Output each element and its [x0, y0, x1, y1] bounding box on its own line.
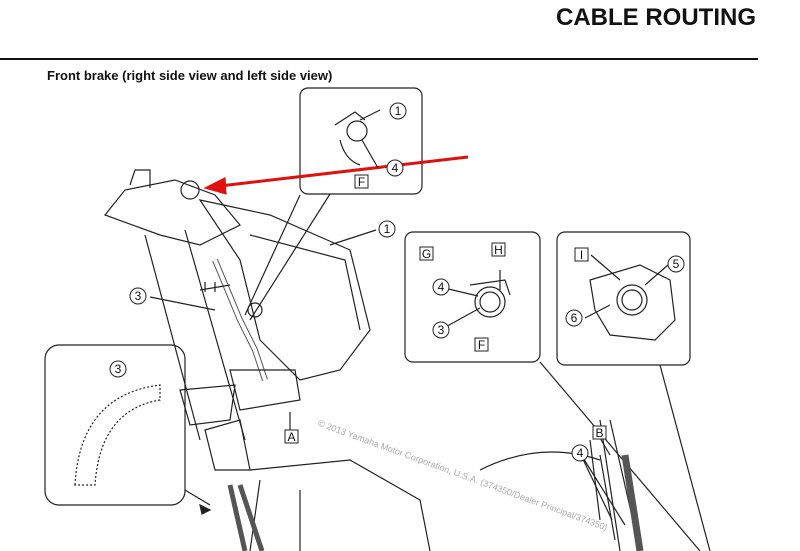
label-a: A — [287, 430, 295, 444]
label-f: F — [478, 338, 485, 352]
inset-top — [299, 87, 423, 195]
callout-5: 5 — [673, 257, 680, 271]
callout-3: 3 — [135, 289, 142, 303]
label-g: G — [422, 247, 431, 261]
callout-3: 3 — [438, 323, 445, 337]
label-h: H — [494, 243, 503, 257]
callout-3: 3 — [115, 362, 122, 376]
label-b: B — [595, 426, 603, 440]
section-heading: Front brake (right side view and left si… — [47, 68, 333, 83]
page-title: CABLE ROUTING — [556, 4, 756, 31]
callout-4: 4 — [392, 161, 399, 175]
red-arrow — [219, 155, 469, 188]
title-rule — [0, 58, 758, 60]
callout-1: 1 — [395, 104, 402, 118]
callout-6: 6 — [571, 311, 578, 325]
inset-circle — [44, 344, 186, 506]
label-f: F — [358, 175, 365, 189]
callout-4: 4 — [438, 280, 445, 294]
callout-1: 1 — [384, 222, 391, 236]
callout-4: 4 — [577, 446, 584, 460]
label-i: I — [580, 248, 583, 262]
fork-assembly — [104, 169, 431, 551]
inset-g — [404, 231, 541, 363]
inset-i — [556, 231, 691, 366]
